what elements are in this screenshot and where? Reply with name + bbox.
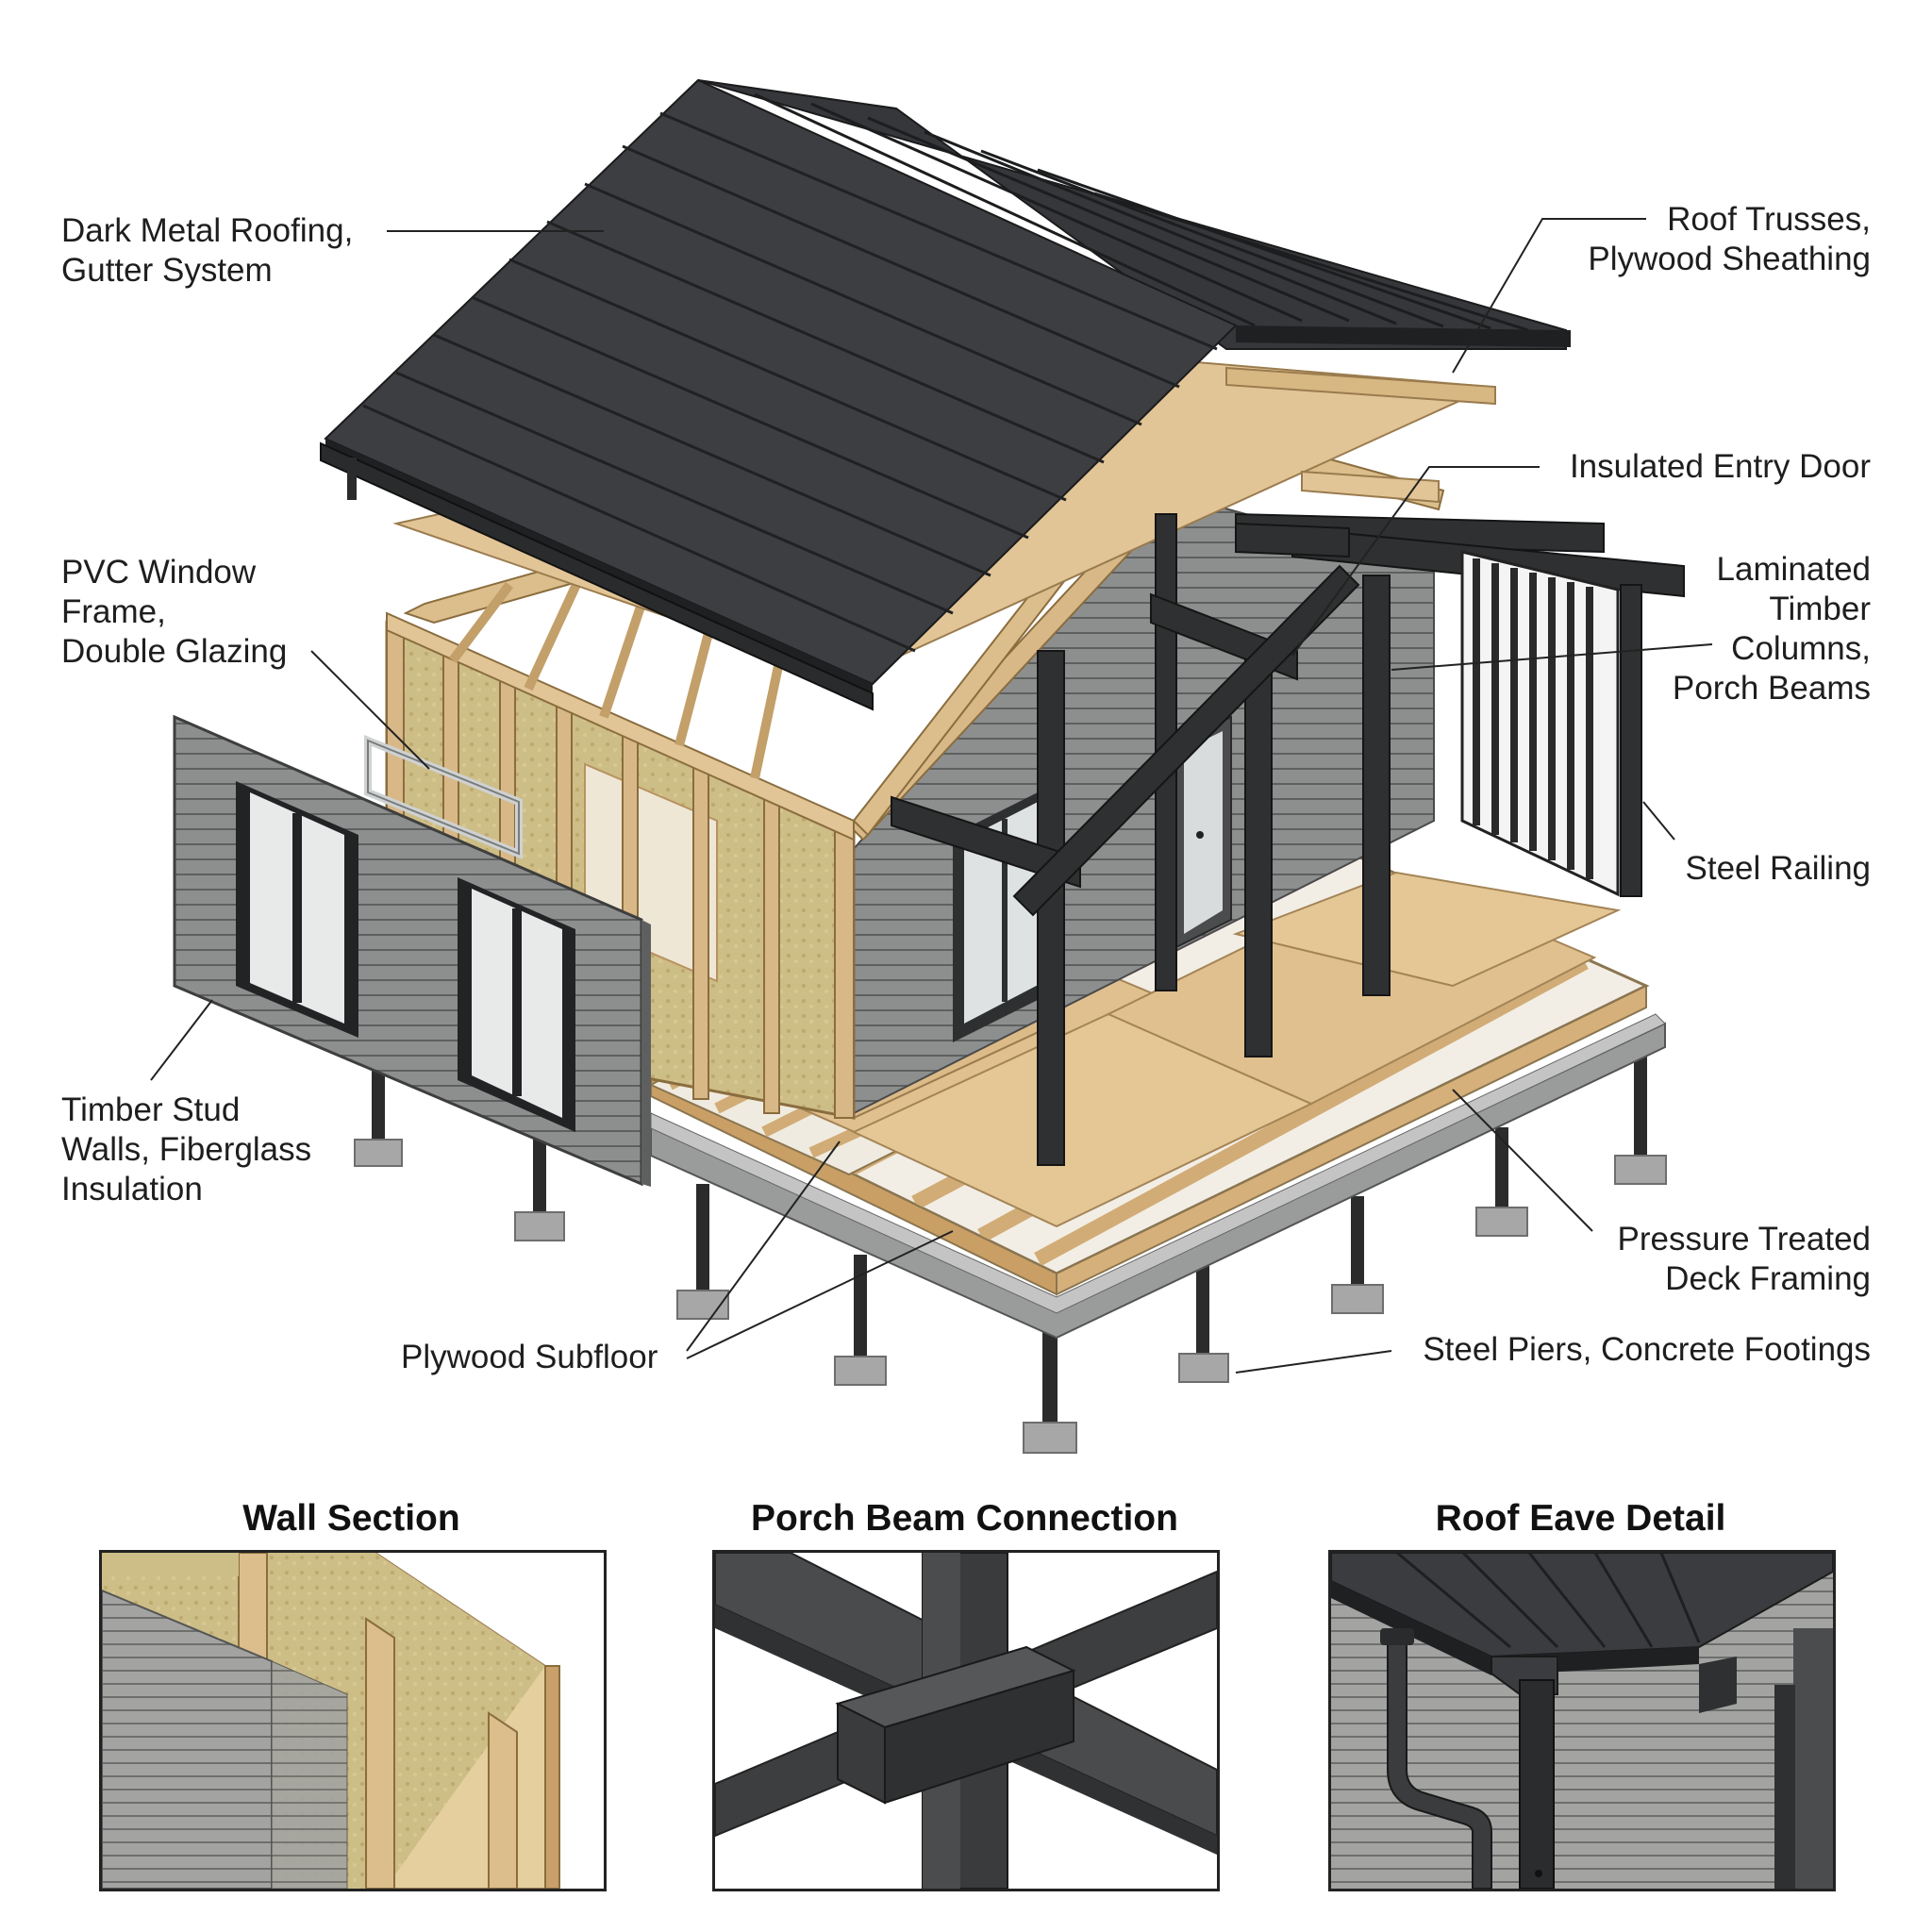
callout-window: PVC Window Frame, Double Glazing: [61, 553, 287, 672]
detail-title-porch-beam: Porch Beam Connection: [751, 1498, 1178, 1539]
callout-deck-framing-line-2: Deck Framing: [1665, 1260, 1871, 1297]
callout-studs-line-1: Timber Stud: [61, 1091, 241, 1128]
detail-title-roof-eave: Roof Eave Detail: [1435, 1498, 1726, 1539]
callout-deck-framing: Pressure Treated Deck Framing: [1618, 1220, 1871, 1299]
exterior-siding-wall-panel: [173, 714, 651, 1187]
callout-roofing: Dark Metal Roofing, Gutter System: [61, 211, 353, 291]
callout-trusses-line-1: Roof Trusses,: [1667, 201, 1871, 238]
callout-leader-lines: [150, 218, 1713, 1374]
double-glazed-window: [458, 877, 575, 1132]
callout-railing-line-1: Steel Railing: [1685, 850, 1872, 887]
callout-columns-line-4: Porch Beams: [1672, 670, 1871, 707]
gutter-system: [320, 441, 874, 711]
callout-columns-line-2: Timber: [1769, 591, 1871, 627]
callout-subfloor-line-1: Plywood Subfloor: [401, 1339, 658, 1375]
callout-deck-framing-line-1: Pressure Treated: [1617, 1221, 1871, 1257]
pvc-window-frame: [364, 735, 523, 859]
detail-title-wall-section: Wall Section: [242, 1498, 460, 1539]
callout-studs: Timber Stud Walls, Fiberglass Insulation: [61, 1091, 311, 1209]
callout-railing: Steel Railing: [1686, 849, 1872, 889]
callout-piers: Steel Piers, Concrete Footings: [1423, 1330, 1871, 1370]
steel-railing: [1460, 550, 1642, 897]
steel-piers-concrete-footings: [354, 1057, 1667, 1454]
double-glazed-window: [236, 781, 358, 1038]
laminated-timber-columns-porch-beams: [891, 512, 1685, 1166]
callout-piers-line-1: Steel Piers, Concrete Footings: [1423, 1331, 1871, 1368]
callout-columns-line-3: Columns,: [1731, 630, 1871, 667]
callout-studs-line-2: Walls, Fiberglass: [61, 1131, 312, 1168]
callout-entry-door-line-1: Insulated Entry Door: [1569, 448, 1871, 485]
detail-roof-eave: [1328, 1550, 1836, 1891]
detail-wall-section: [99, 1550, 607, 1891]
callout-entry-door: Insulated Entry Door: [1570, 447, 1871, 487]
callout-window-line-3: Double Glazing: [61, 633, 288, 670]
callout-columns-line-1: Laminated: [1716, 551, 1871, 588]
callout-trusses-line-2: Plywood Sheathing: [1588, 241, 1871, 277]
callout-window-line-1: PVC Window: [61, 554, 257, 591]
callout-trusses: Roof Trusses, Plywood Sheathing: [1588, 200, 1871, 279]
callout-roofing-line-1: Dark Metal Roofing,: [61, 212, 354, 249]
detail-porch-beam-connection: [712, 1550, 1220, 1891]
callout-subfloor: Plywood Subfloor: [401, 1338, 658, 1377]
callout-roofing-line-2: Gutter System: [61, 252, 273, 289]
callout-columns: Laminated Timber Columns, Porch Beams: [1673, 550, 1871, 708]
roof-eave-illustration: [1331, 1553, 1833, 1889]
porch-beam-illustration: [715, 1553, 1217, 1889]
callout-window-line-2: Frame,: [61, 593, 166, 630]
wall-section-illustration: [102, 1553, 604, 1889]
callout-studs-line-3: Insulation: [61, 1171, 203, 1208]
